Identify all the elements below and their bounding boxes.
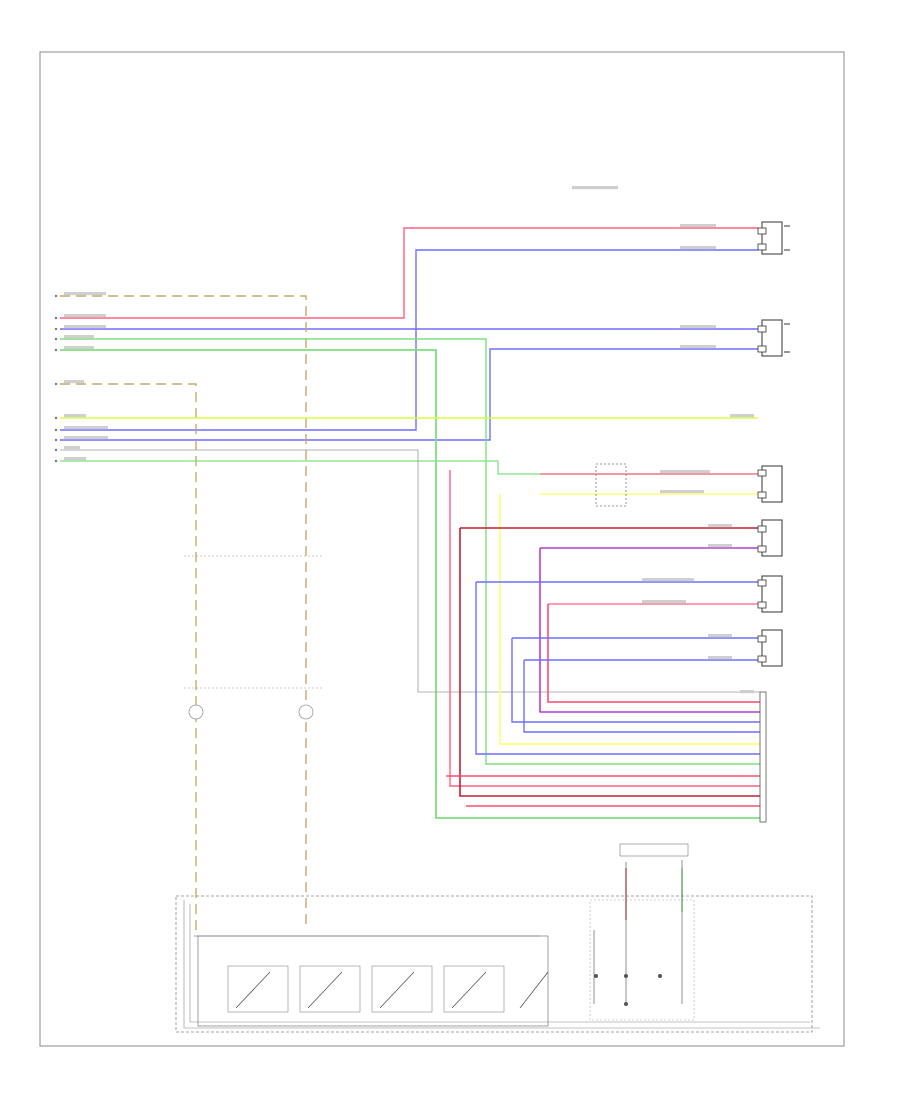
left-connector-pins [54,294,58,463]
steering-switch-assembly [175,895,813,1033]
fuse-icon [188,704,314,720]
wire-label-block [64,346,94,350]
wire-tan-2 [60,383,197,930]
wire-group [60,227,820,1029]
wire-label-block [64,446,80,450]
pin-marker [54,428,58,432]
wire-green-rear [60,460,758,475]
wire-label-block [572,186,618,190]
wire-label-block [64,414,86,418]
pin-marker [54,438,58,442]
pin-marker [54,316,58,320]
pin-marker [54,337,58,341]
connector-icon [184,555,322,689]
wire-label-block [680,224,716,228]
wire-label-block [64,335,94,339]
left-front-speaker-connector [757,319,790,357]
right-front-speaker-connector [757,221,790,255]
pin-marker [54,348,58,352]
wire-label-block [680,246,716,250]
wire-tan-main [60,295,307,930]
wire-label-block [64,457,86,461]
steering-switch-right [589,843,695,1021]
wire-label-block [64,380,84,384]
wire-label-block [730,414,754,418]
wire-label-block [64,292,106,296]
wire-label-block [680,345,716,349]
pin-marker [54,382,58,386]
wire-green-1 [60,338,760,765]
wire-label-block [64,436,108,440]
right-tweeter-connector [757,519,783,557]
pin-marker [54,327,58,331]
diagram-frame [39,51,845,1047]
wire-label-block [642,600,686,604]
wire-red-rear-right [547,604,760,703]
wire-green-2 [60,349,760,819]
wire-purple-tweeter [539,548,760,713]
wire-red-front-right [60,227,758,319]
wire-label-block [708,544,732,548]
wire-label-blocks [64,186,754,694]
wire-frame-1 [183,900,820,1029]
pin-marker [54,459,58,463]
wire-label-block [660,490,704,494]
wire-label-block [64,325,106,329]
wire-label-block [660,470,710,474]
pin-marker [54,294,58,298]
wire-frame-2 [189,904,810,1023]
wire-blue-rear-right [475,582,760,755]
left-tweeter-connector [757,629,783,667]
ground-icon [594,974,662,1006]
wire-blue-front-right [60,249,758,431]
pin-marker [54,416,58,420]
relay-box [595,463,627,507]
wire-blue-front-left-2 [60,348,758,441]
rear-speaker-connector [757,465,783,503]
wire-label-block [64,314,106,318]
wire-darkred-tweeter [459,528,760,797]
wire-label-block [680,325,716,329]
wire-label-block [64,426,108,430]
wire-red-rear [449,470,760,787]
wire-blue-left-tweeter [511,638,760,723]
wire-gray [60,449,760,693]
wire-label-block [708,656,732,660]
pin-marker [54,448,58,452]
wire-label-block [708,524,732,528]
wire-label-block [642,578,694,582]
wire-yellow-rear [499,494,760,745]
wire-blue-left-tweeter-3 [523,660,760,733]
audio-unit-connector [759,691,767,823]
wire-label-block [740,690,754,694]
rear-right-speaker-connector [757,575,783,613]
wire-label-block [708,634,732,638]
